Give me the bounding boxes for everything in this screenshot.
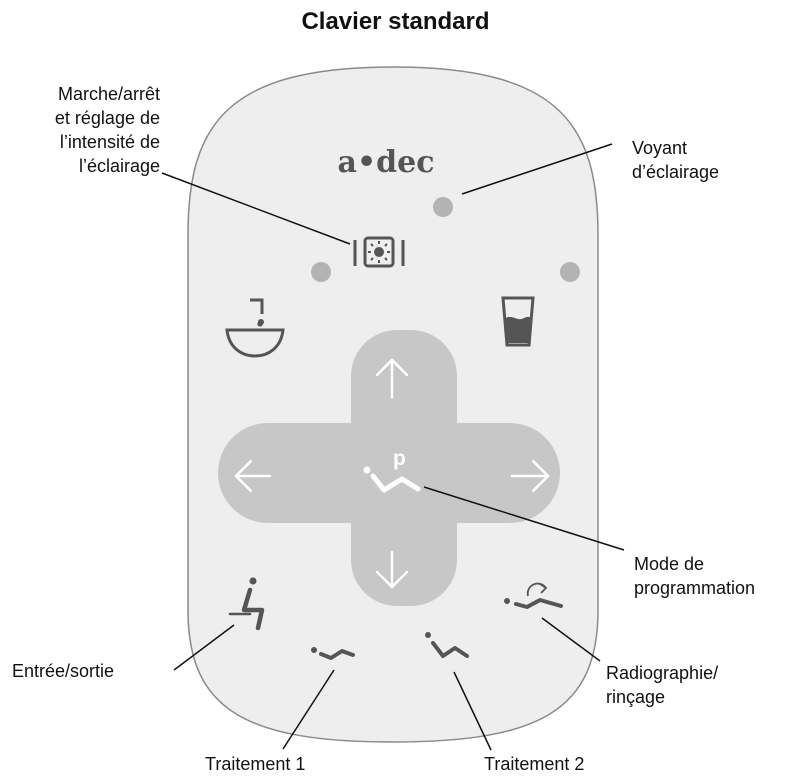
callout-line: Voyant (632, 138, 688, 158)
light-indicator-led (433, 197, 453, 217)
arrow-right-icon[interactable] (510, 459, 550, 493)
callout-line: programmation (634, 578, 756, 598)
arrow-left-icon[interactable] (234, 459, 272, 493)
cuspidor-indicator-led (311, 262, 331, 282)
leader-line-xray-rinse (541, 617, 601, 662)
callout-treatment-1: Traitement 1 (205, 752, 305, 776)
callout-line: Traitement 1 (205, 754, 306, 774)
diagram-title: Clavier standard (301, 8, 490, 35)
callout-program-mode: Mode de programmation (634, 552, 755, 600)
leader-line-entry-exit (173, 624, 235, 671)
leader-line-light-indicator (461, 143, 613, 195)
arrow-down-icon[interactable] (375, 550, 409, 589)
callout-line: l’éclairage (78, 156, 160, 176)
callout-line: Radiographie/ (606, 663, 719, 683)
callout-light-indicator: Voyant d’éclairage (632, 136, 719, 184)
entry-exit-icon[interactable] (228, 577, 265, 631)
direction-pad (218, 330, 560, 606)
callout-line: d’éclairage (632, 162, 720, 182)
cup-fill-indicator-led (560, 262, 580, 282)
callout-line: rinçage (606, 687, 666, 707)
callout-line: Marche/arrêt (57, 84, 160, 104)
leader-line-treatment-1 (282, 669, 335, 750)
callout-line: Mode de (634, 554, 705, 574)
adec-logo: a•dec (338, 145, 435, 180)
leader-line-program-mode (423, 486, 625, 551)
cup-fill-icon[interactable] (501, 296, 535, 347)
callout-line: et réglage de (54, 108, 160, 128)
leader-line-treatment-2 (453, 671, 492, 751)
leader-line-light-power (161, 172, 351, 245)
treatment-1-icon[interactable] (311, 647, 355, 660)
arrow-up-icon[interactable] (375, 358, 409, 399)
callout-line: l’intensité de (59, 132, 160, 152)
program-icon[interactable]: p (363, 447, 421, 493)
callout-treatment-2: Traitement 2 (484, 752, 584, 776)
xray-rinse-icon[interactable] (504, 582, 563, 609)
callout-line: Entrée/sortie (12, 661, 115, 681)
treatment-2-icon[interactable] (425, 632, 469, 658)
callout-light-power: Marche/arrêt et réglage de l’intensité d… (55, 82, 160, 178)
cuspidor-icon[interactable] (225, 298, 285, 358)
callout-line: Traitement 2 (484, 754, 585, 774)
callout-xray-rinse: Radiographie/ rinçage (606, 661, 718, 709)
light-key-icon[interactable] (353, 236, 405, 268)
callout-entry-exit: Entrée/sortie (12, 659, 114, 683)
svg-text:p: p (393, 447, 406, 470)
